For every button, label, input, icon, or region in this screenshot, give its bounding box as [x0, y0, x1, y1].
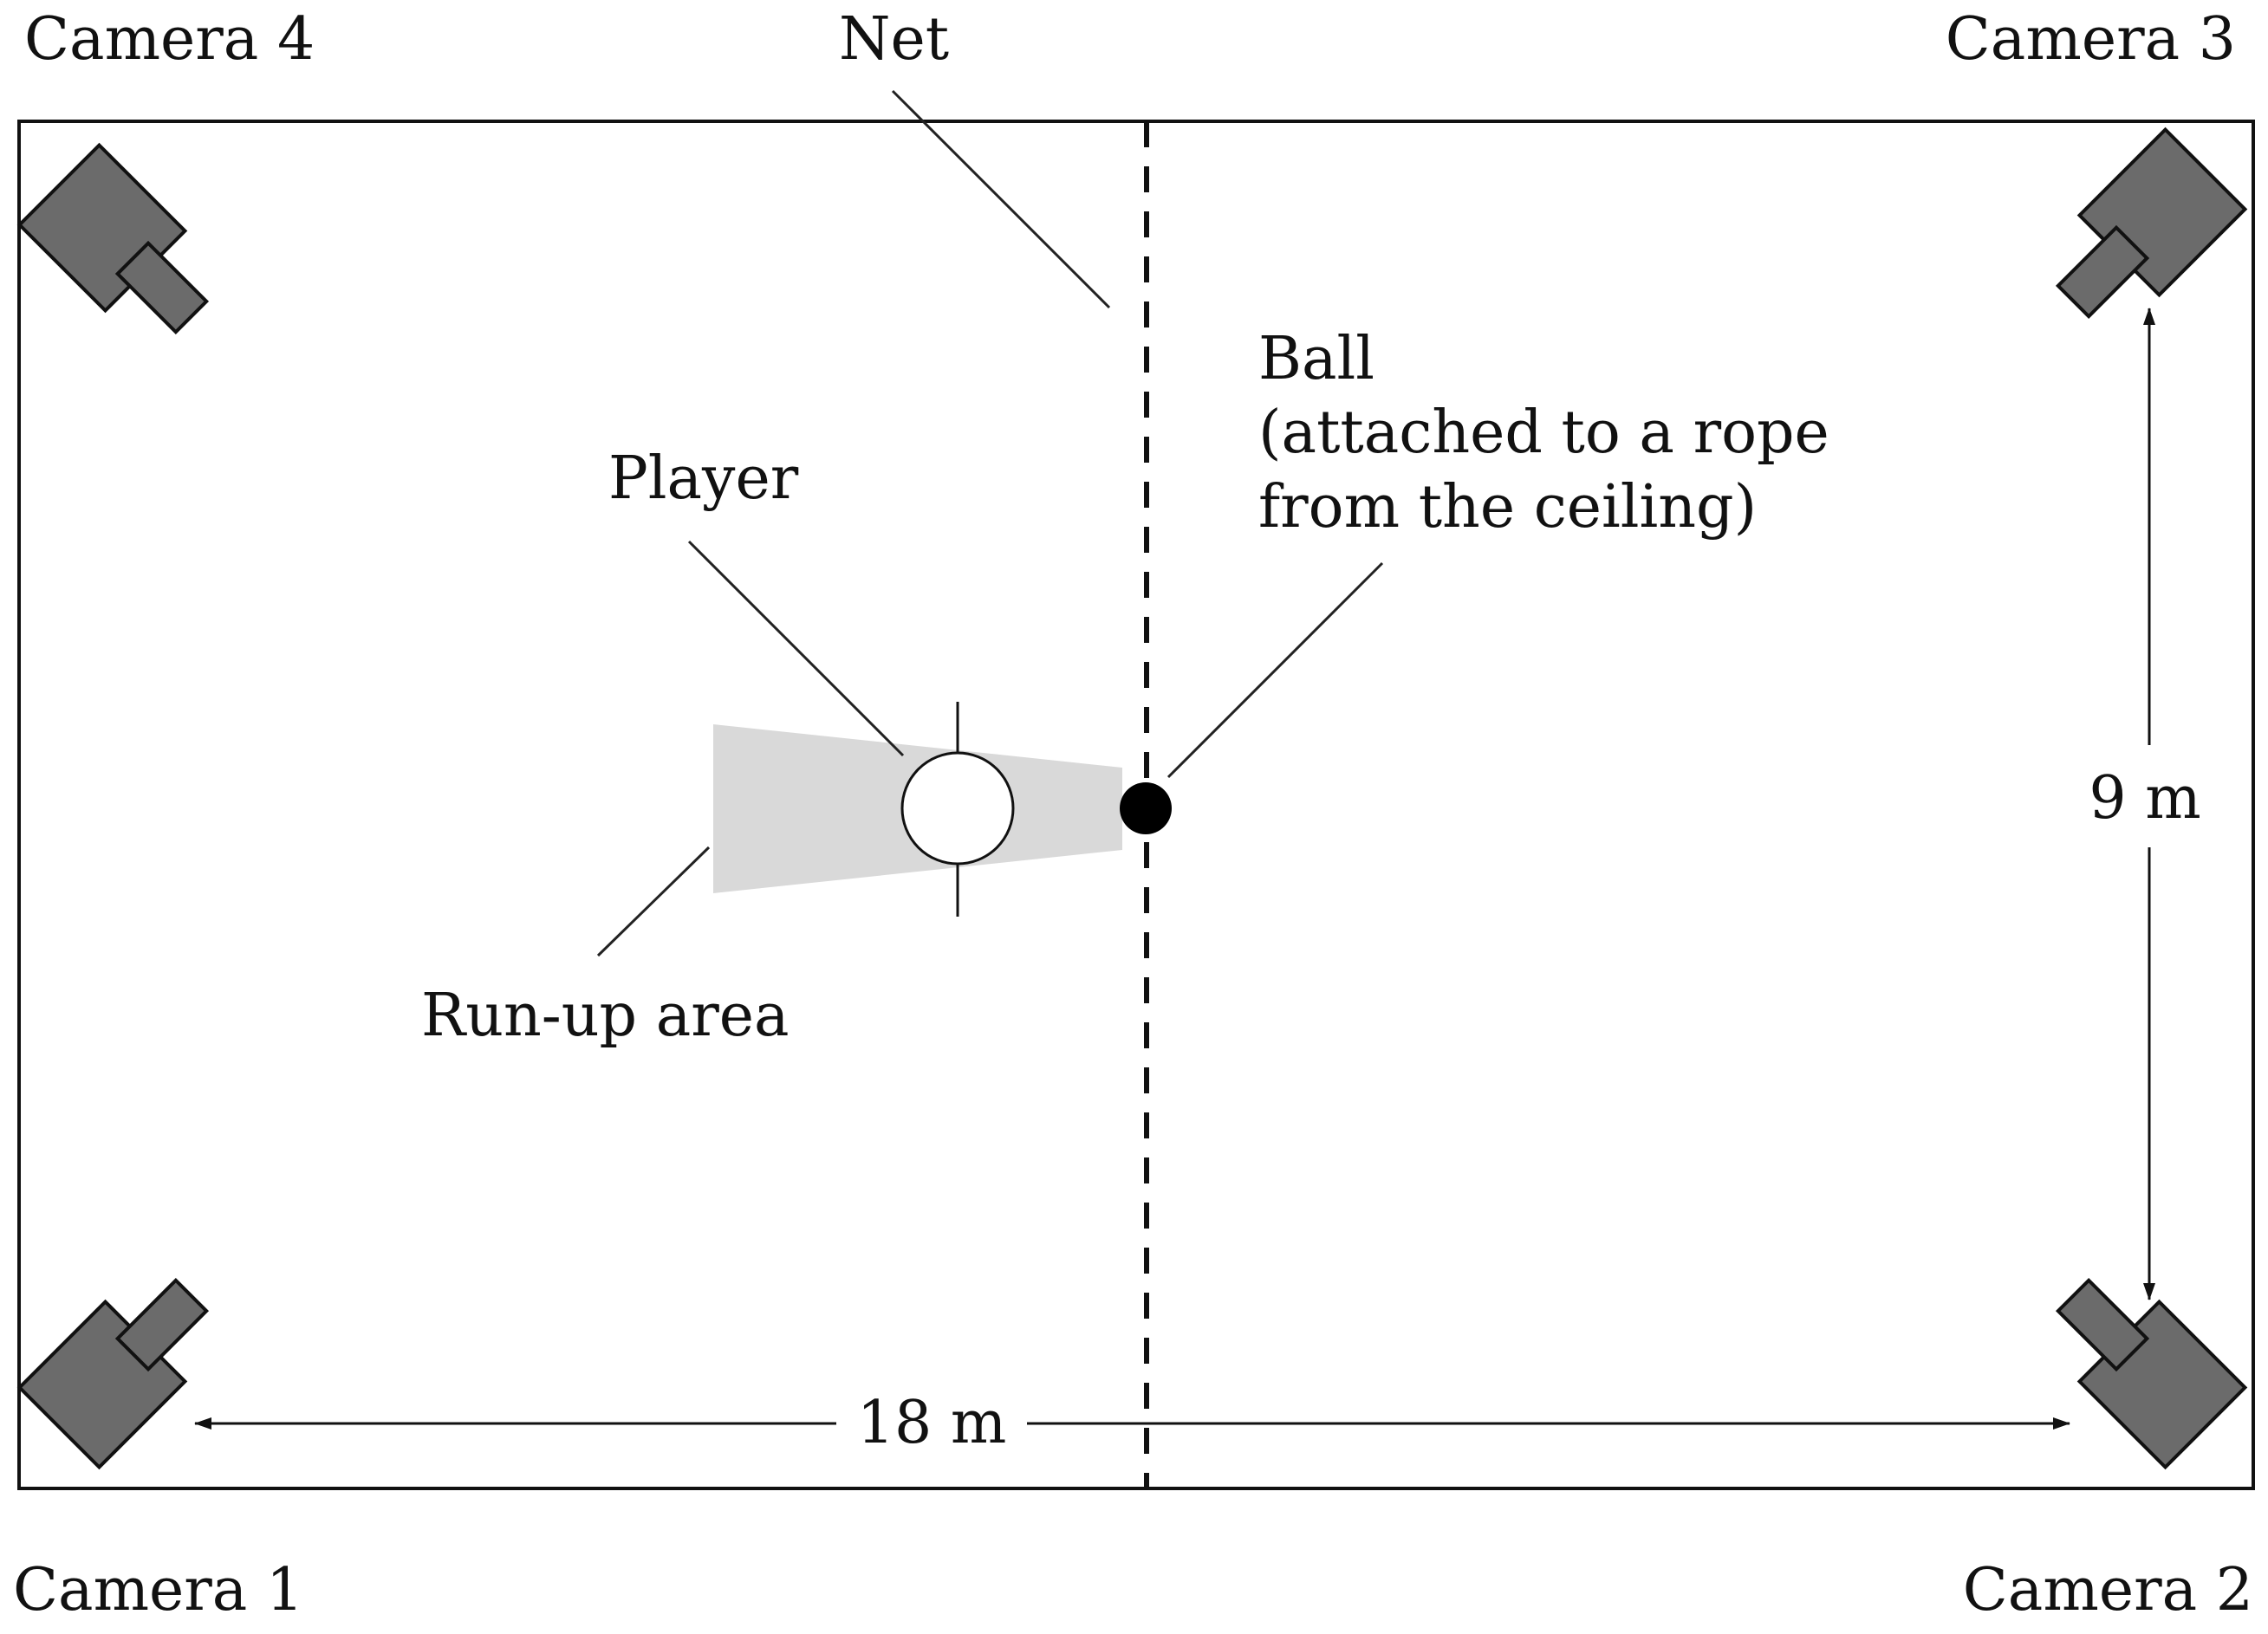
court-boundary: [17, 120, 2255, 1490]
camera-2-label: Camera 2: [1963, 1556, 2253, 1624]
camera-1-label: Camera 1: [13, 1556, 303, 1624]
player-icon: [900, 702, 1015, 917]
run-up-leader-line: [596, 846, 711, 957]
ball-note-line-1: (attached to a rope: [1258, 399, 1829, 467]
run-up-area-label: Run-up area: [421, 982, 790, 1050]
net-label: Net: [839, 5, 949, 74]
net-leader-line: [891, 89, 1111, 309]
ball-icon: [1120, 782, 1172, 834]
camera-1-icon: [20, 1256, 231, 1468]
ball-leader-line: [1166, 561, 1384, 779]
player-leader-line: [687, 540, 905, 757]
camera-2-icon: [2034, 1256, 2245, 1468]
ball-note-line-2: from the ceiling): [1258, 473, 1757, 541]
ball-label: Ball: [1258, 325, 1374, 393]
camera-3-label: Camera 3: [1946, 5, 2236, 74]
camera-4-label: Camera 4: [24, 5, 315, 74]
camera-4-icon: [20, 146, 231, 357]
length-dimension-label: 18 m: [857, 1389, 1007, 1457]
camera-3-icon: [2034, 130, 2245, 341]
player-label: Player: [608, 444, 799, 513]
width-dimension-label: 9 m: [2089, 764, 2200, 833]
